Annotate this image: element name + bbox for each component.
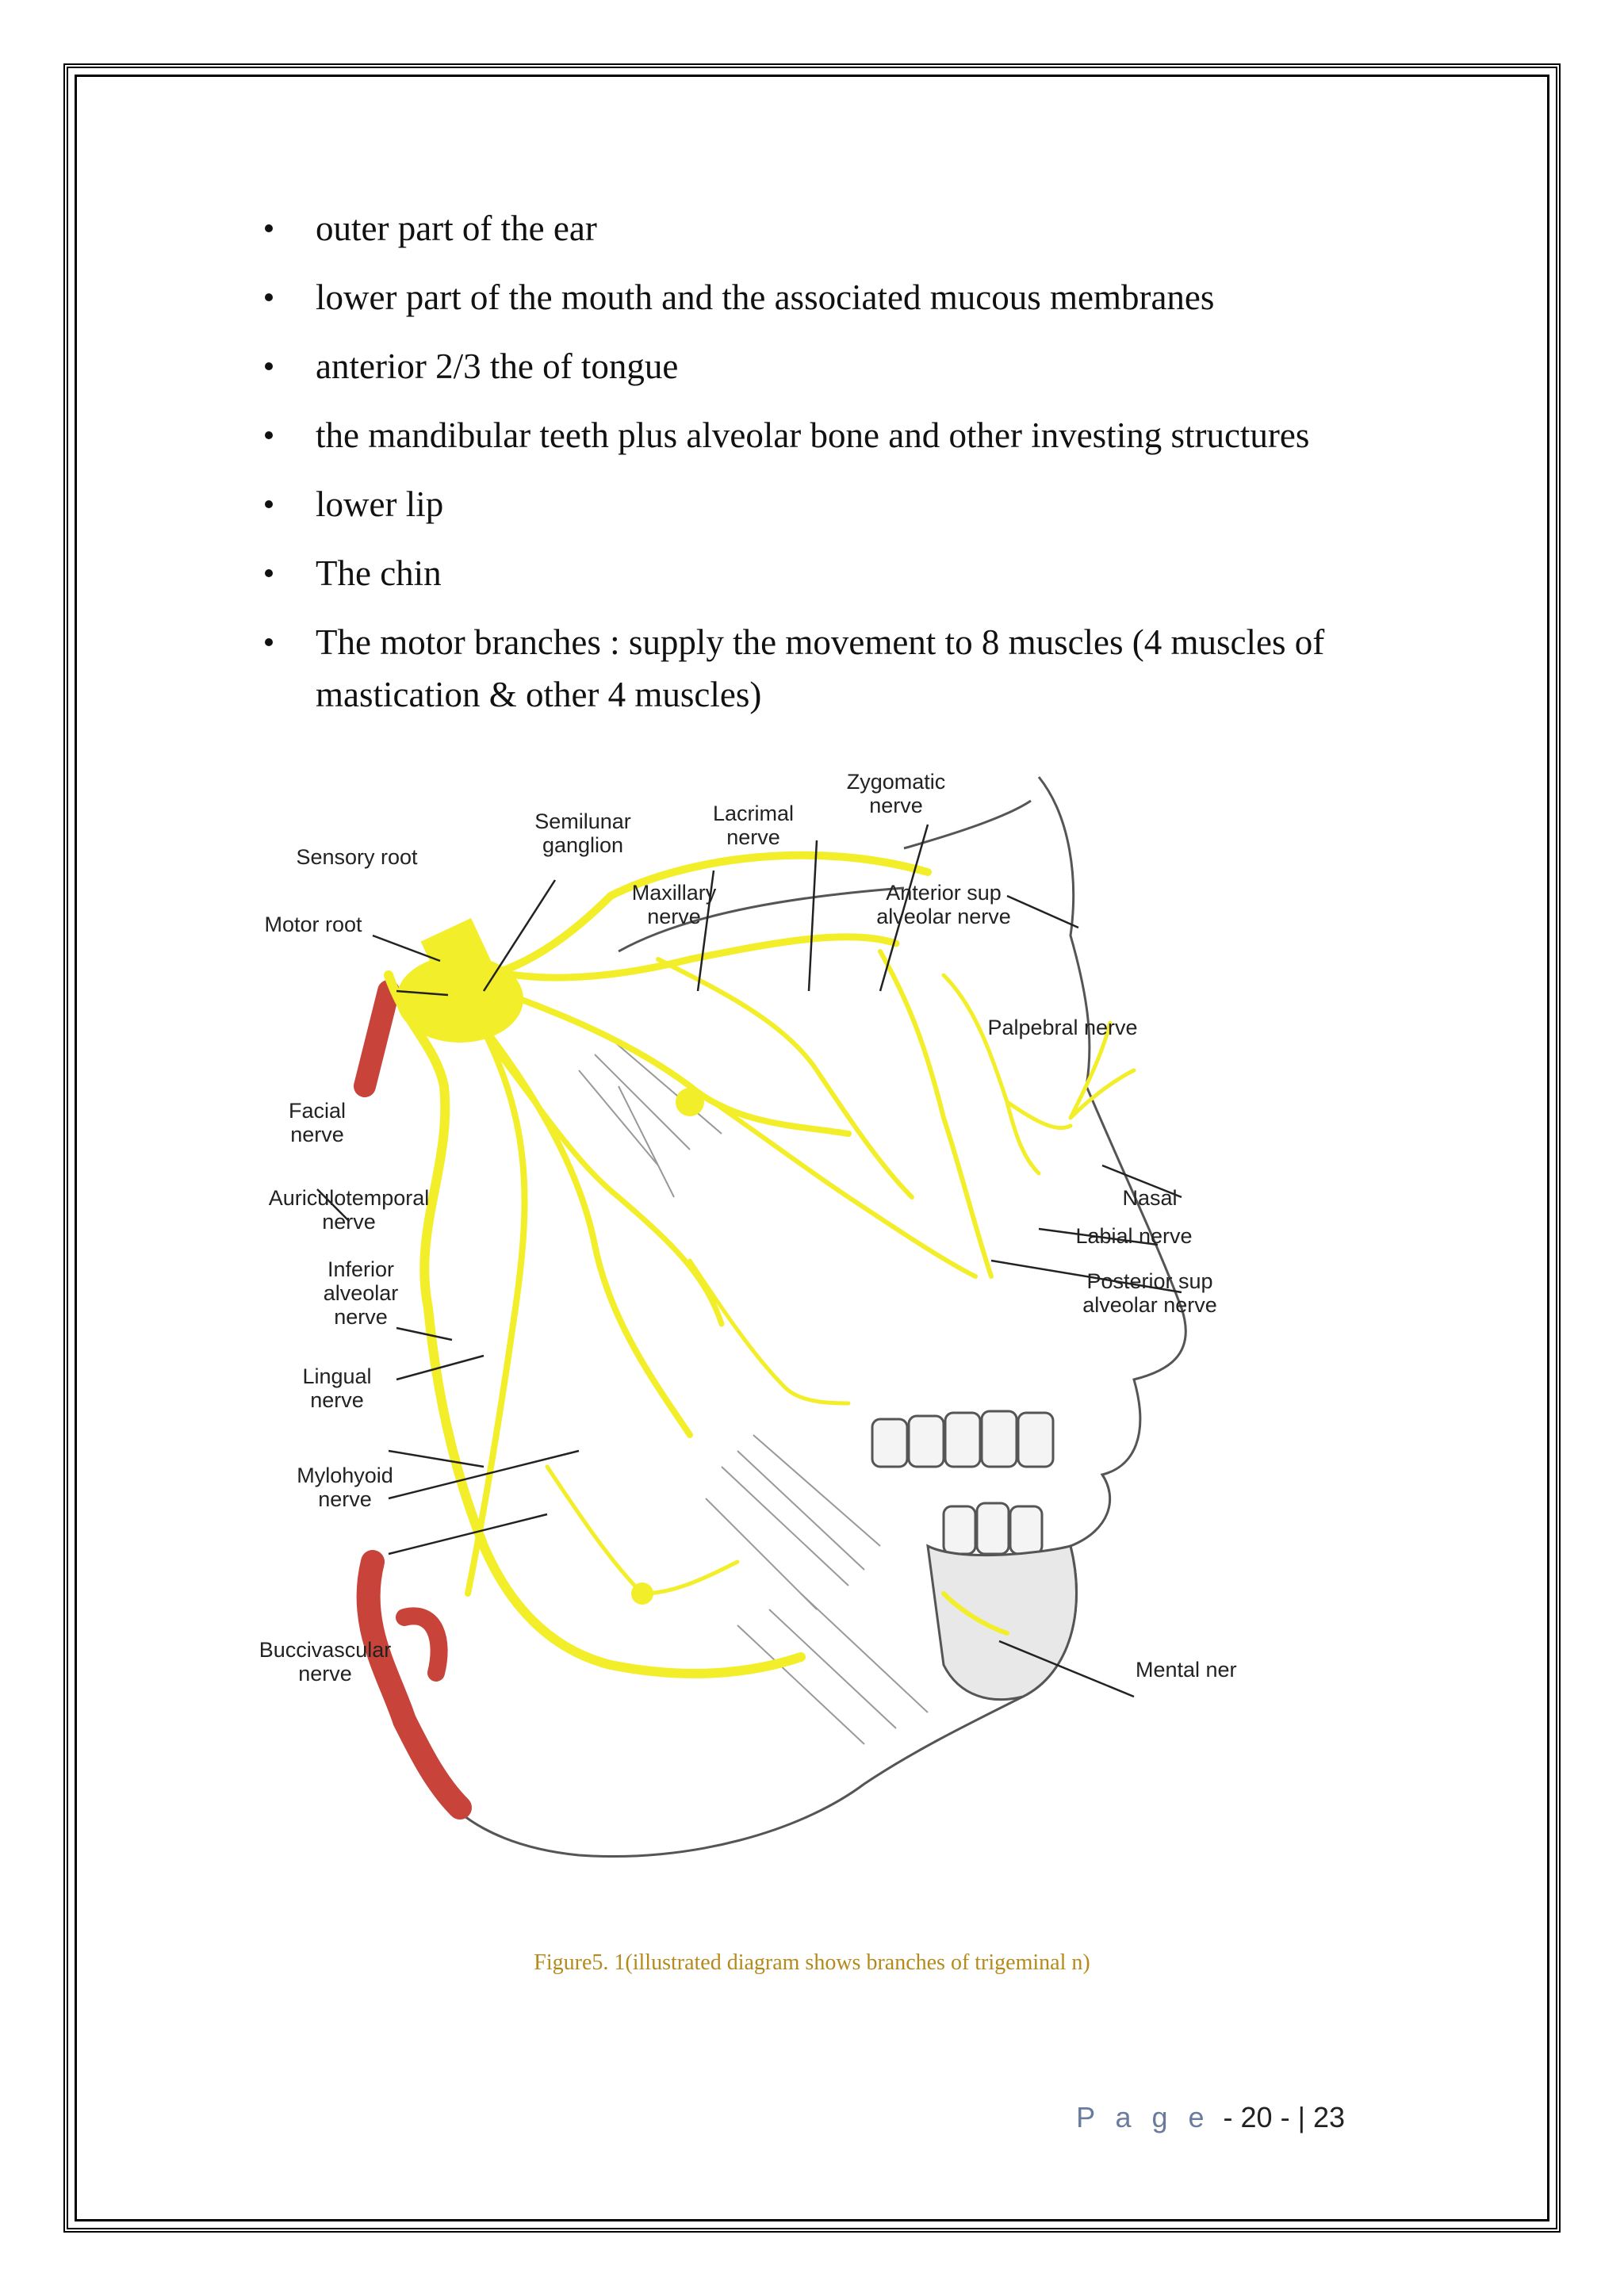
list-item: the mandibular teeth plus alveolar bone … bbox=[262, 409, 1411, 461]
list-item-text: anterior 2/3 the of tongue bbox=[316, 346, 679, 386]
bullet-icon bbox=[265, 224, 273, 232]
page-total: 23 bbox=[1312, 2101, 1345, 2133]
list-item-text: outer part of the ear bbox=[316, 209, 597, 248]
page-separator: | bbox=[1297, 2101, 1305, 2133]
label-nasal: Nasal bbox=[1122, 1186, 1177, 1210]
bullet-icon bbox=[265, 500, 273, 508]
bullet-icon bbox=[265, 569, 273, 577]
page-number: - 20 - bbox=[1223, 2101, 1290, 2133]
list-item: The chin bbox=[262, 547, 1411, 599]
figure-caption: Figure5. 1(illustrated diagram shows bra… bbox=[534, 1950, 1090, 1975]
list-item-text: the mandibular teeth plus alveolar bone … bbox=[316, 415, 1310, 455]
page-border-inner bbox=[75, 75, 1549, 2221]
list-item: outer part of the ear bbox=[262, 202, 1411, 254]
label-palpebral: Palpebral nerve bbox=[987, 1016, 1137, 1039]
teeth bbox=[871, 1410, 1055, 1556]
bullet-icon bbox=[265, 293, 273, 301]
list-item-text: The motor branches : supply the movement… bbox=[316, 622, 1325, 714]
artery bbox=[354, 980, 472, 1820]
trigeminal-nerves bbox=[384, 851, 1136, 1678]
mandible bbox=[926, 1544, 1078, 1701]
page-word: P a g e bbox=[1076, 2101, 1211, 2133]
label-motor-root: Motor root bbox=[264, 913, 362, 936]
bullet-icon bbox=[265, 362, 273, 370]
label-mental: Mental nerve bbox=[1136, 1658, 1237, 1682]
bullet-icon bbox=[265, 638, 273, 646]
list-item: lower lip bbox=[262, 478, 1411, 530]
label-labial: Labial nerve bbox=[1075, 1224, 1192, 1248]
bullet-icon bbox=[265, 431, 273, 439]
list-item: The motor branches : supply the movement… bbox=[262, 616, 1411, 721]
leader-lines bbox=[316, 824, 1182, 1698]
ganglion-mass bbox=[396, 918, 704, 1605]
list-item: lower part of the mouth and the associat… bbox=[262, 271, 1411, 323]
list-item-text: lower lip bbox=[316, 484, 444, 524]
muscle-hatching bbox=[578, 1038, 929, 1745]
list-item-text: lower part of the mouth and the associat… bbox=[316, 277, 1215, 317]
page-border-outer bbox=[63, 63, 1561, 2233]
page-footer: P a g e - 20 - | 23 bbox=[1076, 2101, 1345, 2134]
label-sensory-root: Sensory root bbox=[296, 845, 418, 869]
list-item: anterior 2/3 the of tongue bbox=[262, 340, 1411, 392]
bullet-list: outer part of the ear lower part of the … bbox=[262, 202, 1411, 737]
list-item-text: The chin bbox=[316, 553, 442, 593]
